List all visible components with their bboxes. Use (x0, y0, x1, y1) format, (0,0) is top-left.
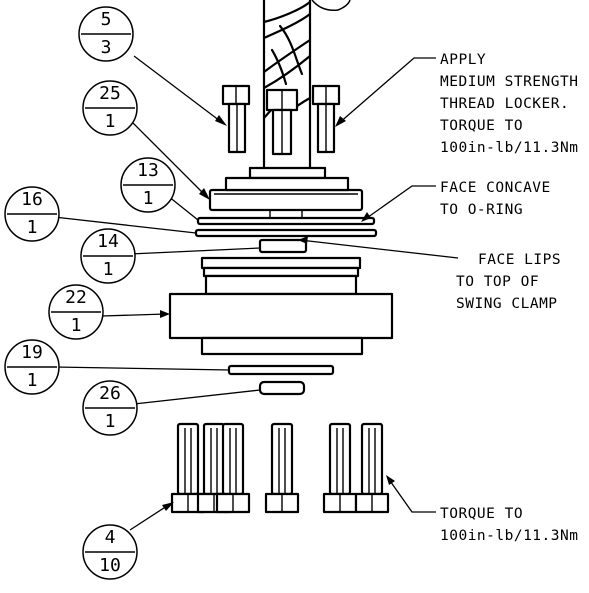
balloon-item-number: 26 (99, 383, 121, 404)
partial-balloon (311, 0, 351, 12)
shaft-stub (269, 210, 303, 218)
plug-part-26 (258, 380, 306, 396)
balloon-16-1: 16 1 (4, 186, 60, 242)
balloon-quantity: 1 (27, 370, 38, 391)
note-line: 100in-lb/11.3Nm (440, 528, 578, 544)
cap-screw-center (265, 88, 299, 156)
note-face-lips: FACE LIPS TO TOP OF SWING CLAMP (456, 252, 561, 312)
balloon-quantity: 1 (103, 259, 114, 280)
note-line: TORQUE TO (440, 118, 523, 134)
balloon-item-number: 16 (21, 189, 43, 210)
swing-clamp-body-part-22 (168, 256, 394, 356)
note-line: 100in-lb/11.3Nm (440, 140, 578, 156)
balloon-quantity: 1 (27, 217, 38, 238)
note-line: APPLY (440, 52, 486, 68)
note-line: TORQUE TO (440, 506, 523, 522)
balloon-item-number: 19 (21, 342, 43, 363)
note-line: TO O-RING (440, 202, 523, 218)
note-line: FACE LIPS (478, 252, 561, 268)
note-torque-bottom: TORQUE TO 100in-lb/11.3Nm (440, 506, 578, 544)
balloon-25-1: 25 1 (82, 80, 138, 136)
note-line: SWING CLAMP (456, 296, 558, 312)
note-line: FACE CONCAVE (440, 180, 551, 196)
balloon-5-3: 5 3 (78, 6, 134, 62)
balloon-item-number: 5 (101, 9, 112, 30)
note-line: THREAD LOCKER. (440, 96, 569, 112)
cap-screw-right (311, 84, 341, 154)
balloon-13-1: 13 1 (120, 157, 176, 213)
balloon-14-1: 14 1 (80, 228, 136, 284)
balloon-item-number: 4 (105, 527, 116, 548)
cap-screw-left (221, 84, 251, 154)
balloon-4-10: 4 10 (82, 524, 138, 580)
balloon-quantity: 1 (71, 315, 82, 336)
balloon-item-number: 13 (137, 160, 159, 181)
note-thread-locker: APPLY MEDIUM STRENGTH THREAD LOCKER. TOR… (440, 52, 578, 156)
note-line: MEDIUM STRENGTH (440, 74, 578, 90)
washer-part-16 (194, 228, 378, 238)
cap-screw (170, 422, 206, 514)
leader-lines (53, 55, 459, 531)
note-face-concave: FACE CONCAVE TO O-RING (440, 180, 551, 218)
balloon-item-number: 14 (97, 231, 119, 252)
balloon-quantity: 1 (105, 411, 116, 432)
cap-screw (215, 422, 251, 514)
note-line: TO TOP OF (456, 274, 539, 290)
gasket-part-19 (227, 364, 335, 376)
balloon-19-1: 19 1 (4, 339, 60, 395)
balloon-item-number: 25 (99, 83, 121, 104)
flange-plate (208, 176, 364, 212)
cap-screw (354, 422, 390, 514)
lip-seal-part-14 (258, 238, 308, 254)
balloon-quantity: 3 (101, 37, 112, 58)
cap-screw (264, 422, 300, 514)
balloon-item-number: 22 (65, 287, 87, 308)
balloon-22-1: 22 1 (48, 284, 104, 340)
balloon-26-1: 26 1 (82, 380, 138, 436)
cap-screw-group-part-4 (170, 422, 390, 514)
washer-part-13 (196, 216, 376, 226)
cap-screw (322, 422, 358, 514)
balloon-quantity: 10 (99, 555, 121, 576)
balloon-quantity: 1 (143, 188, 154, 209)
balloon-quantity: 1 (105, 111, 116, 132)
